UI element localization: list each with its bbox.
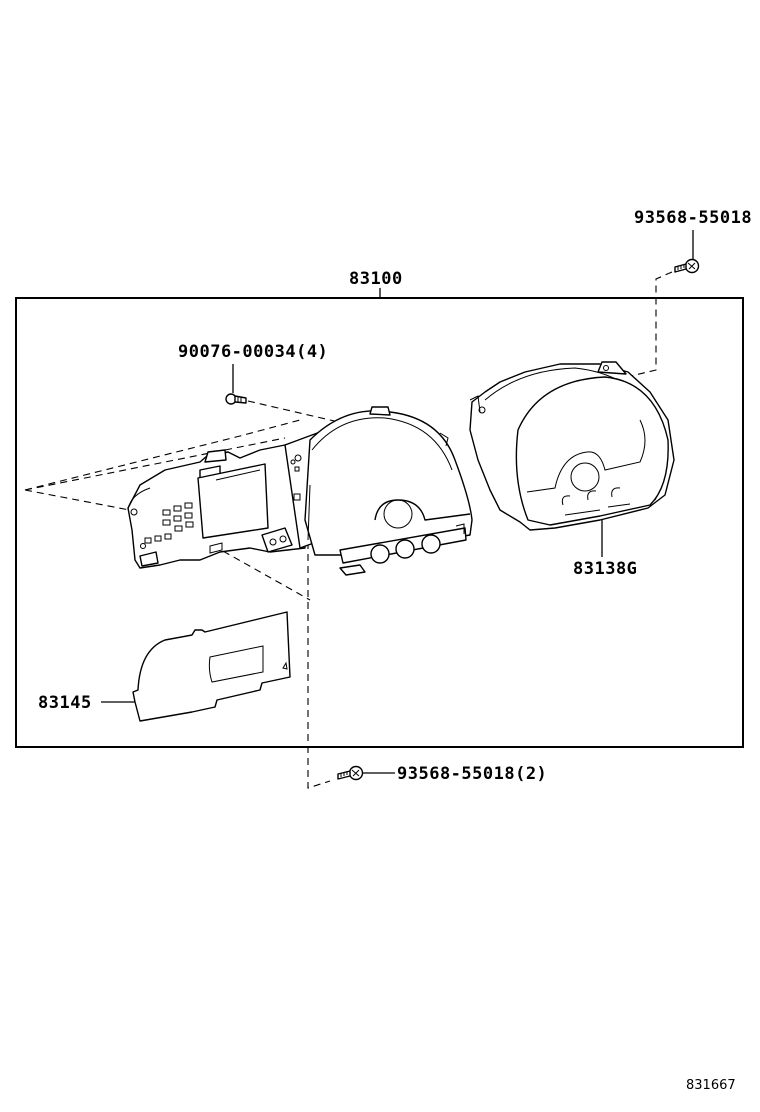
label-90076-00034-text: 90076-00034(4)	[178, 342, 328, 362]
bolt-top-icon[interactable]	[674, 258, 700, 274]
bolt-bottom-icon[interactable]	[337, 765, 364, 781]
front-bezel-83138G[interactable]	[469, 361, 675, 531]
projection-dash-upper	[24, 419, 301, 491]
projection-dash-lower	[24, 489, 141, 513]
figure-id: 831667	[686, 1078, 736, 1093]
screw-dash-line	[247, 400, 416, 441]
label-93568-55018-bottom-text: 93568-55018(2)	[397, 764, 547, 784]
part-label-90076-00034[interactable]: 90076-00034(4)	[178, 342, 328, 362]
label-83100-text: 83100	[349, 269, 403, 289]
screw-icon[interactable]	[225, 393, 247, 405]
label-93568-55018-top-text: 93568-55018	[634, 208, 752, 228]
part-label-83138G[interactable]: 83138G	[573, 559, 637, 579]
meter-lens-housing[interactable]	[304, 406, 473, 576]
label-83145-text: 83145	[38, 693, 92, 713]
combination-meter-housing[interactable]	[127, 431, 323, 569]
back-plate-83145[interactable]	[132, 611, 291, 722]
bolt-bottom-vertical-dash	[307, 530, 331, 789]
part-label-83100[interactable]: 83100	[349, 269, 403, 289]
projection-dash-mid	[24, 437, 286, 491]
part-label-83145[interactable]: 83145	[38, 693, 92, 713]
label-83138G-text: 83138G	[573, 559, 637, 579]
part-label-93568-55018-top[interactable]: 93568-55018	[634, 208, 752, 228]
part-label-93568-55018-bottom[interactable]: 93568-55018(2)	[397, 764, 547, 784]
